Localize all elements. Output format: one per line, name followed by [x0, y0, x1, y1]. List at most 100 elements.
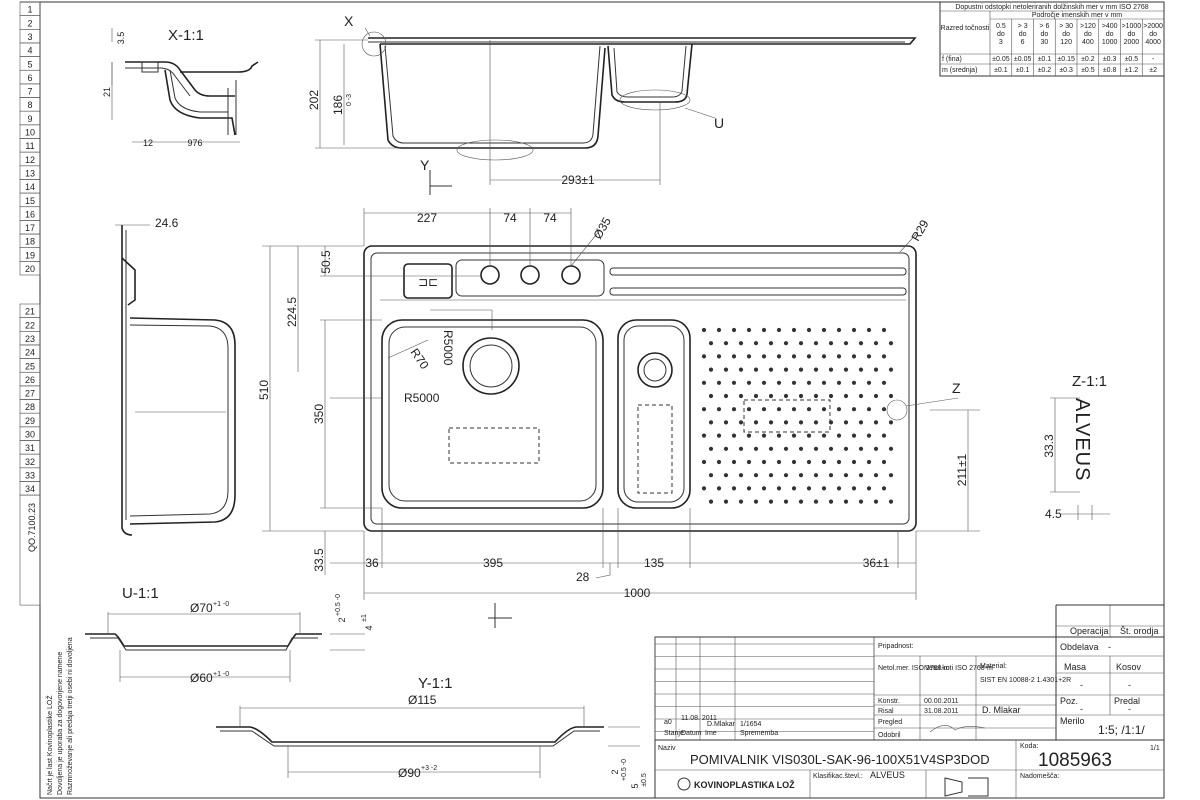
row-number: 29 — [25, 416, 35, 426]
drain-hole — [753, 446, 759, 451]
tol-range-cell: do — [1040, 31, 1048, 38]
row-number: 18 — [25, 237, 35, 247]
company-logo-icon — [677, 777, 691, 791]
overflow-outlet — [403, 263, 453, 299]
tb-obdelava-val: - — [1108, 642, 1111, 652]
tb-brand: ALVEUS — [870, 770, 905, 780]
side-notice: Načrt je last Kovinoplastike LOŽ Dovolje… — [45, 637, 74, 795]
drain-hole — [843, 499, 849, 504]
main-bowl-label-area — [448, 427, 540, 464]
title-y: Y-1:1 — [418, 675, 452, 692]
tol-value-cell: ±0.5 — [1125, 56, 1139, 63]
tb-pregled: Pregled — [878, 719, 902, 726]
drainer-label-area — [743, 399, 831, 433]
drain-hole — [768, 473, 774, 478]
drain-hole — [708, 341, 714, 346]
drain-hole — [813, 473, 819, 478]
drain-hole — [828, 446, 834, 451]
row-number: 15 — [25, 196, 35, 206]
drain-hole — [851, 407, 857, 412]
drain-hole — [768, 446, 774, 451]
drain-hole — [821, 459, 827, 465]
drain-hole — [768, 341, 774, 346]
dim-d35: Ø35 — [590, 215, 614, 242]
drain-hole — [798, 367, 804, 372]
drain-hole — [753, 393, 759, 399]
drain-hole — [798, 473, 804, 478]
tol-value-cell: ±0.2 — [1038, 67, 1052, 74]
tol-title: Dopustni odstopki netoleriranih dolžinsk… — [955, 4, 1148, 11]
drain-hole — [866, 486, 872, 491]
drain-hole — [783, 393, 789, 399]
tb-koda: Koda: — [1020, 743, 1038, 750]
drain-hole — [881, 459, 887, 465]
tb-netol-koti: Netol.koti ISO 2768-m — [924, 665, 993, 672]
drain-hole — [851, 459, 857, 465]
dim-z-4-5: 4.5 — [1045, 507, 1062, 521]
row-number: 11 — [25, 141, 34, 151]
tol-value-cell: ±0.1 — [994, 67, 1008, 74]
drain-hole — [761, 433, 767, 438]
drain-hole — [813, 446, 819, 451]
drain-hole — [708, 420, 714, 425]
tb-risal-date: 31.08.2011 — [924, 708, 959, 715]
tol-subtitle: Področje imenskih mer v mm — [1032, 12, 1122, 19]
side-notice-line-3: Razmnoževanje ali predaja tretji osebi n… — [67, 637, 74, 795]
row-number: 8 — [27, 100, 32, 110]
drain-hole — [708, 499, 714, 504]
tol-range-cell: >400 — [1102, 23, 1118, 30]
tb-kosov: Kosov — [1116, 662, 1142, 672]
signature-scribble — [929, 725, 986, 733]
drain-hole — [881, 354, 887, 359]
drain-hole — [881, 407, 887, 412]
dim-186: 186 — [331, 95, 345, 115]
drain-hole — [746, 459, 752, 465]
drain-hole — [866, 380, 872, 385]
title-u: U-1:1 — [122, 585, 159, 602]
tol-value-cell: ±0.05 — [992, 56, 1010, 63]
title-z: Z-1:1 — [1072, 373, 1107, 390]
drain-hole — [723, 499, 729, 504]
drain-hole — [791, 327, 797, 333]
tb-nadomesca: Nadomešča: — [1020, 773, 1059, 780]
dim-y-5: 5 — [630, 783, 640, 788]
detail-u-view: U-1:1 Ø70 +1 -0 Ø60 +1 -0 2 +0.5 -0 4 ±1 — [85, 585, 374, 685]
drain-hole — [881, 380, 887, 385]
drain-hole — [708, 473, 714, 478]
tb-naziv: Naziv — [658, 745, 676, 752]
dim-74b: 74 — [543, 211, 557, 225]
row-number: 21 — [25, 307, 35, 317]
row-number: 14 — [25, 182, 35, 192]
tb-predal: Predal — [1114, 696, 1140, 706]
dim-293: 293±1 — [561, 173, 595, 187]
drain-hole — [791, 354, 797, 359]
drain-hole — [888, 341, 894, 346]
drain-hole — [806, 433, 812, 438]
tol-value-cell: ±2 — [1149, 67, 1157, 74]
drain-hole — [821, 354, 827, 359]
drain-hole — [798, 446, 804, 451]
dim-u-d70-tol: +1 -0 — [213, 601, 229, 608]
row-number: 24 — [25, 348, 35, 358]
drain-hole — [708, 367, 714, 372]
title-block: Operacija Št. orodja Stanje Datum Ime Sp… — [654, 604, 1165, 799]
label-z: Z — [952, 380, 961, 396]
drain-hole — [783, 367, 789, 372]
drain-hole — [806, 327, 812, 333]
drain-hole — [761, 407, 767, 412]
row-number: 28 — [25, 402, 35, 412]
dim-x-21: 21 — [102, 87, 112, 97]
drain-hole — [716, 486, 722, 491]
drain-hole — [828, 341, 834, 346]
drain-hole — [746, 486, 752, 491]
small-bowl — [617, 319, 691, 509]
side-section-view: 24.6 — [115, 216, 236, 536]
drain-hole — [851, 433, 857, 438]
drain-hole — [776, 433, 782, 438]
drain-hole — [783, 499, 789, 504]
row-number: 33 — [25, 470, 35, 480]
row-number: 2 — [27, 18, 32, 28]
drain-hole — [836, 354, 842, 359]
